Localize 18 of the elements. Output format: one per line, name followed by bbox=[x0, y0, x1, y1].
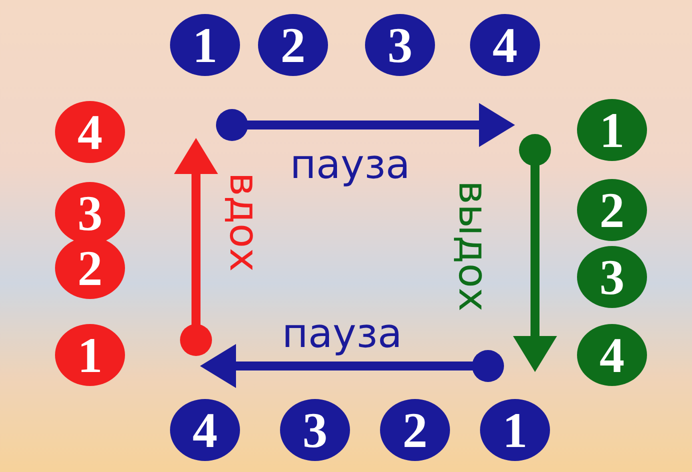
number-circle: 4 bbox=[55, 101, 125, 163]
number-circle: 2 bbox=[577, 179, 647, 241]
phase-label: вдох bbox=[223, 172, 264, 272]
number-circle: 1 bbox=[55, 324, 125, 386]
number-circle: 2 bbox=[258, 14, 328, 76]
number-circle: 4 bbox=[170, 399, 240, 461]
number-circle: 1 bbox=[480, 399, 550, 461]
phase-label: пауза bbox=[290, 145, 410, 185]
number-circle: 3 bbox=[365, 14, 435, 76]
phase-label: выдох bbox=[452, 180, 492, 312]
number-circle: 4 bbox=[577, 324, 647, 386]
number-circle: 3 bbox=[577, 246, 647, 308]
number-circle: 1 bbox=[577, 99, 647, 161]
number-circle: 2 bbox=[380, 399, 450, 461]
number-circle: 4 bbox=[470, 14, 540, 76]
number-circle: 1 bbox=[170, 14, 240, 76]
phase-label: пауза bbox=[282, 314, 402, 354]
number-circle: 3 bbox=[280, 399, 350, 461]
